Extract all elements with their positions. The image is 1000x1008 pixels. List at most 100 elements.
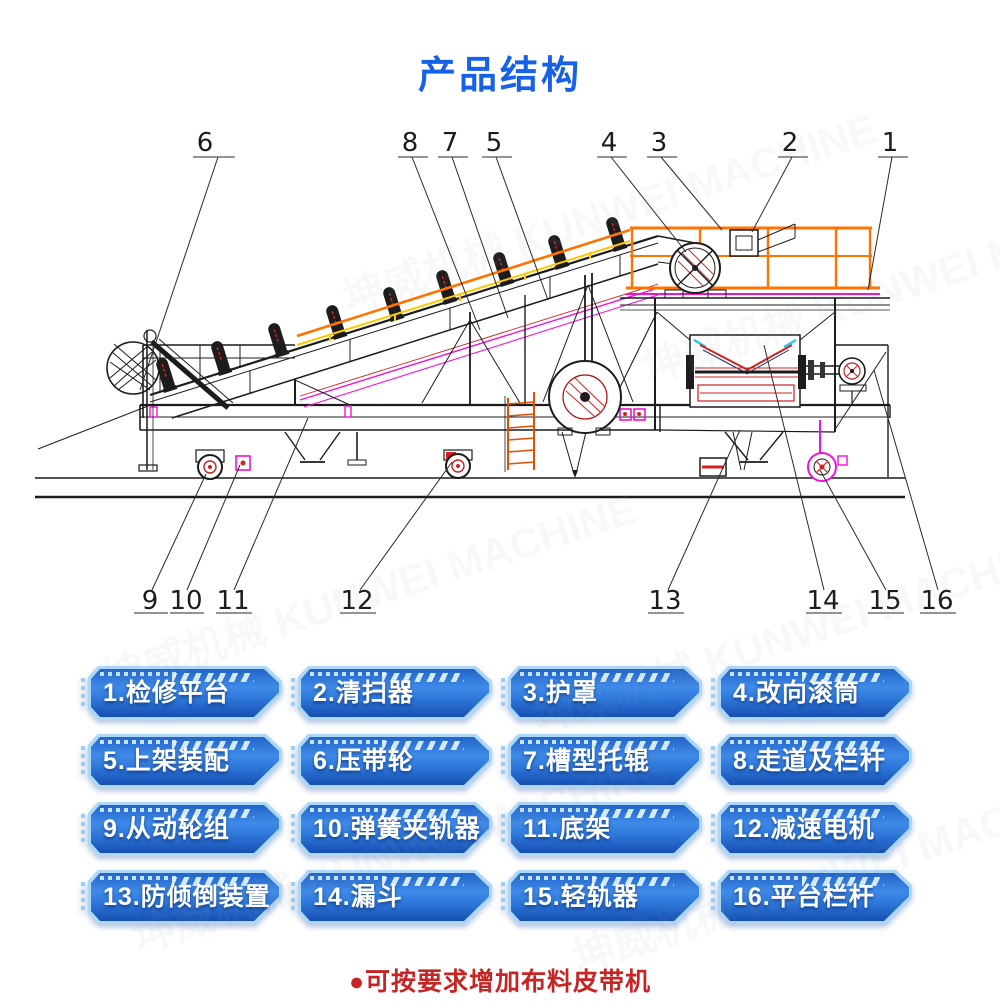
dots-decoration (310, 740, 388, 744)
part-label: 12.减速电机 (733, 815, 875, 843)
dots-decoration (100, 740, 178, 744)
callout-1: 1 (881, 128, 899, 158)
callout-3: 3 (650, 128, 668, 158)
part-label: 6.压带轮 (313, 747, 414, 775)
part-label: 1.检修平台 (103, 679, 230, 707)
dots-decoration (310, 876, 388, 880)
middle-truss (294, 273, 634, 406)
part-button-9[interactable]: 9.从动轮组 (81, 802, 282, 856)
dots-decoration (310, 808, 388, 812)
part-button-7[interactable]: 7.槽型托辊 (501, 734, 702, 788)
gear-motor (806, 357, 867, 405)
tick-decoration (711, 882, 715, 912)
tick-decoration (81, 882, 85, 912)
dots-decoration (520, 808, 598, 812)
dots-decoration (730, 740, 808, 744)
callout-12: 12 (340, 586, 374, 616)
stripes-decoration (382, 741, 464, 750)
tick-decoration (501, 746, 505, 776)
platform-railing (626, 226, 880, 295)
part-button-12[interactable]: 12.减速电机 (711, 802, 912, 856)
dots-decoration (100, 808, 178, 812)
leader-lines (134, 156, 956, 614)
dots-decoration (730, 876, 808, 880)
dots-decoration (520, 672, 598, 676)
part-button-5[interactable]: 5.上架装配 (81, 734, 282, 788)
stripes-decoration (382, 877, 464, 886)
tail-pulley (106, 341, 160, 395)
part-button-11[interactable]: 11.底架 (501, 802, 702, 856)
part-label: 16.平台栏杆 (733, 883, 875, 911)
discharge-drum (686, 334, 806, 408)
stripes-decoration (592, 741, 674, 750)
tick-decoration (81, 814, 85, 844)
callout-2: 2 (781, 128, 799, 158)
head-pulley (664, 242, 727, 299)
part-button-14[interactable]: 14.漏斗 (291, 870, 492, 924)
dots-decoration (730, 672, 808, 676)
part-label: 3.护罩 (523, 679, 598, 707)
part-label: 15.轻轨器 (523, 883, 639, 911)
tick-decoration (291, 882, 295, 912)
dots-decoration (100, 672, 178, 676)
ladder (504, 392, 535, 472)
part-label: 8.走道及栏杆 (733, 747, 886, 775)
stripes-decoration (802, 673, 884, 682)
tick-decoration (81, 678, 85, 708)
callout-5: 5 (485, 128, 503, 158)
part-button-8[interactable]: 8.走道及栏杆 (711, 734, 912, 788)
tick-decoration (711, 814, 715, 844)
part-button-6[interactable]: 6.压带轮 (291, 734, 492, 788)
callout-7: 7 (441, 128, 459, 158)
walkway-railing (296, 228, 631, 346)
dots-decoration (520, 876, 598, 880)
part-button-10[interactable]: 10.弹簧夹轨器 (291, 802, 492, 856)
callout-15: 15 (868, 586, 902, 616)
part-button-2[interactable]: 2.清扫器 (291, 666, 492, 720)
part-label: 7.槽型托辊 (523, 747, 650, 775)
part-button-15[interactable]: 15.轻轨器 (501, 870, 702, 924)
part-label: 5.上架装配 (103, 747, 230, 775)
stripes-decoration (172, 741, 254, 750)
dots-decoration (730, 808, 808, 812)
tick-decoration (501, 678, 505, 708)
part-label: 11.底架 (523, 815, 612, 843)
legs-and-anti-tip (284, 420, 821, 478)
cleaner-and-hood (729, 223, 796, 257)
stripes-decoration (802, 877, 884, 886)
part-label: 10.弹簧夹轨器 (313, 815, 481, 843)
stripes-decoration (592, 673, 674, 682)
stripes-decoration (172, 809, 254, 818)
tick-decoration (291, 678, 295, 708)
callout-14: 14 (806, 586, 840, 616)
incline-belt (149, 234, 696, 419)
dots-decoration (520, 740, 598, 744)
part-button-1[interactable]: 1.检修平台 (81, 666, 282, 720)
stripes-decoration (802, 809, 884, 818)
tick-decoration (81, 746, 85, 776)
callout-13: 13 (648, 586, 682, 616)
stripes-decoration (592, 809, 674, 818)
part-label: 13.防倾倒装置 (103, 883, 271, 911)
tick-decoration (291, 814, 295, 844)
callout-4: 4 (600, 128, 618, 158)
part-label: 4.改向滚筒 (733, 679, 860, 707)
travel-wheels (195, 449, 848, 482)
dots-decoration (100, 876, 178, 880)
part-button-4[interactable]: 4.改向滚筒 (711, 666, 912, 720)
parts-grid: 1.检修平台 2.清扫器 3.护罩 4.改向滚筒 5.上架装配 6.压带轮 7.… (81, 666, 912, 924)
stripes-decoration (382, 673, 464, 682)
part-button-16[interactable]: 16.平台栏杆 (711, 870, 912, 924)
tick-decoration (711, 678, 715, 708)
part-button-13[interactable]: 13.防倾倒装置 (81, 870, 282, 924)
part-label: 2.清扫器 (313, 679, 414, 707)
part-label: 9.从动轮组 (103, 815, 230, 843)
callout-8: 8 (401, 128, 419, 158)
stripes-decoration (172, 877, 254, 886)
stripes-decoration (172, 673, 254, 682)
stripes-decoration (802, 741, 884, 750)
trough-rollers (156, 217, 628, 394)
part-button-3[interactable]: 3.护罩 (501, 666, 702, 720)
